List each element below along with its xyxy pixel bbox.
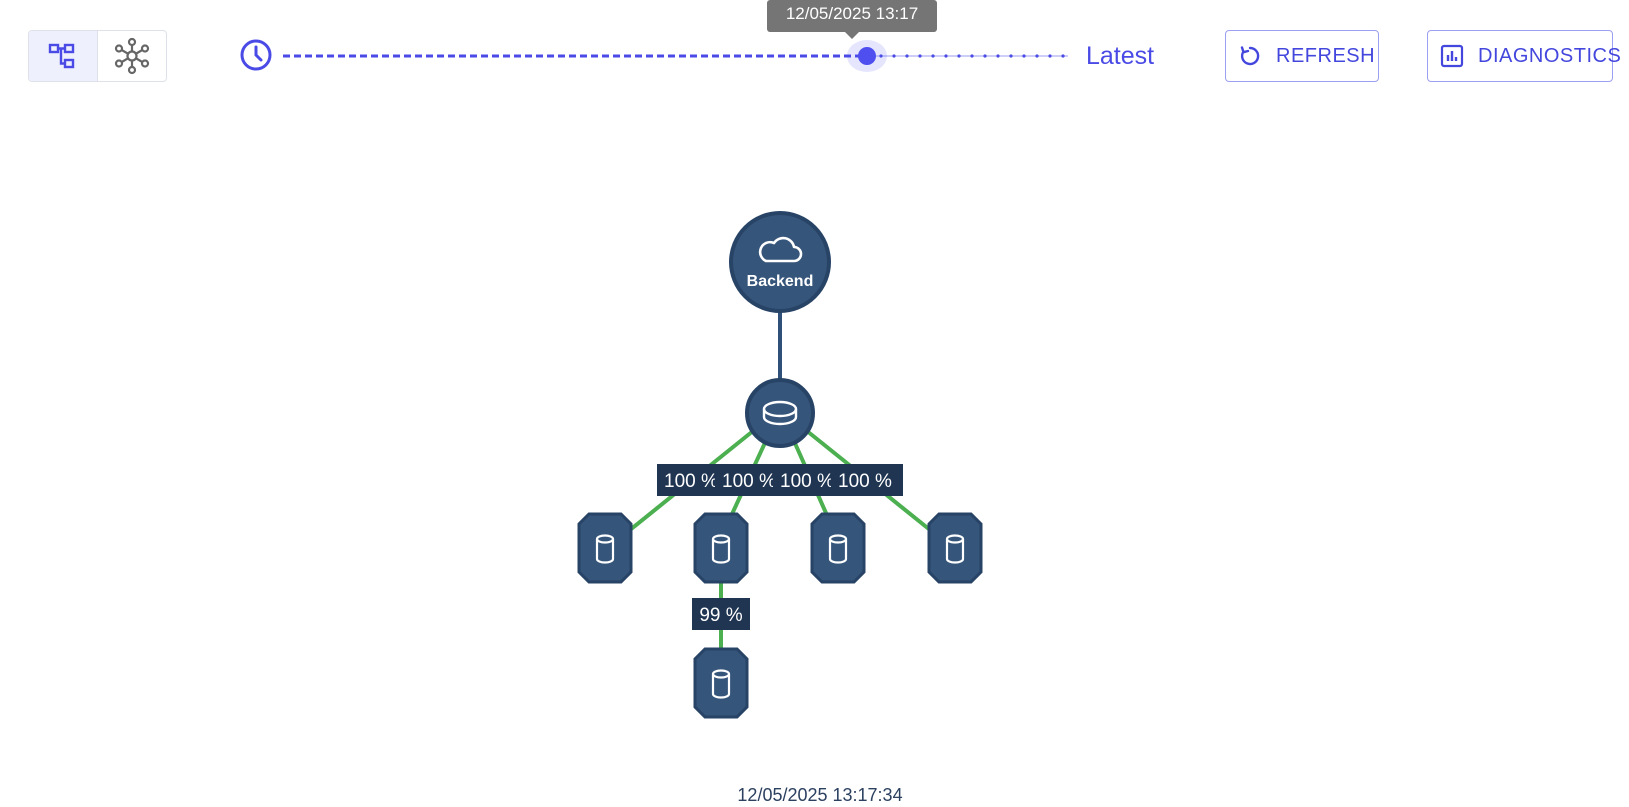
hierarchy-icon — [48, 43, 75, 69]
network-icon — [114, 37, 150, 75]
timeline-track — [283, 54, 1068, 58]
svg-text:100 %: 100 % — [780, 471, 834, 492]
hub-node[interactable] — [745, 378, 815, 448]
cylinder-icon — [711, 669, 731, 699]
refresh-button[interactable]: REFRESH — [1225, 30, 1379, 82]
view-mode-toggle — [28, 30, 167, 82]
database-disk-icon — [762, 400, 798, 426]
diagnostics-button[interactable]: DIAGNOSTICS — [1427, 30, 1621, 82]
topology-graph: Backend — [577, 211, 983, 719]
hierarchy-view-button[interactable] — [29, 31, 98, 81]
svg-text:100 %: 100 % — [664, 471, 718, 492]
cylinder-icon — [828, 534, 848, 564]
link-label: 100 % — [657, 464, 719, 496]
sub-replica-node[interactable] — [693, 647, 749, 719]
replica-node[interactable] — [810, 512, 866, 584]
diagnostics-label: DIAGNOSTICS — [1478, 44, 1622, 67]
network-view-button[interactable] — [98, 31, 166, 81]
link-label: 100 % — [715, 464, 777, 496]
replica-node[interactable] — [693, 512, 749, 584]
timeline-tooltip: 12/05/2025 13:17 — [767, 0, 937, 32]
latest-label[interactable]: Latest — [1086, 42, 1155, 70]
backend-node[interactable]: Backend — [729, 211, 831, 313]
cylinder-icon — [711, 534, 731, 564]
timeline-tooltip-arrow — [845, 32, 859, 39]
clock-icon — [240, 39, 272, 71]
bar-chart-icon — [1440, 44, 1464, 68]
timeline-thumb[interactable] — [858, 47, 876, 65]
svg-text:100 %: 100 % — [838, 471, 892, 492]
footer-timestamp: 12/05/2025 13:17:34 — [737, 785, 903, 805]
cloud-icon — [758, 236, 803, 263]
link-label: 99 % — [692, 598, 750, 630]
replica-node[interactable] — [577, 512, 633, 584]
toolbar: 12/05/2025 13:17 Latest REFRESH DIAGNOST… — [0, 0, 1629, 110]
cylinder-icon — [945, 534, 965, 564]
svg-text:99 %: 99 % — [699, 605, 742, 626]
timeline-slider[interactable] — [283, 40, 1068, 72]
link-label: 100 % — [773, 464, 835, 496]
cylinder-icon — [595, 534, 615, 564]
refresh-icon — [1240, 46, 1260, 66]
refresh-label: REFRESH — [1276, 44, 1376, 67]
backend-node-label: Backend — [747, 273, 814, 290]
link-label: 100 % — [831, 464, 903, 496]
replica-node[interactable] — [927, 512, 983, 584]
svg-text:100 %: 100 % — [722, 471, 776, 492]
